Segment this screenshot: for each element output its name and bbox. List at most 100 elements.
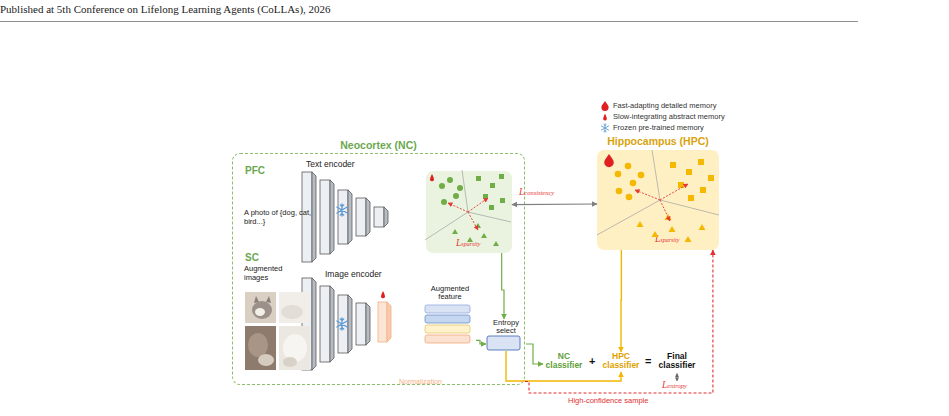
hpc-embedding-points (699, 224, 706, 230)
augmented-images (254, 296, 259, 303)
feature-stack: Augmented feature (424, 285, 476, 348)
hpc-embedding-points (616, 188, 623, 195)
hpc-embedding-points (678, 182, 684, 188)
nc-embedding-points (468, 212, 511, 222)
nc-embedding-points (452, 229, 458, 234)
hpc-embedding-points (686, 169, 692, 175)
nc-embedding-points (483, 194, 488, 199)
hpc-embedding-points (615, 171, 622, 178)
loss-label: Lentropy (662, 381, 687, 391)
legend-row: Fast-adapting detailed memory (600, 100, 725, 111)
legend-icon (601, 101, 608, 111)
image-encoder-layers (338, 295, 348, 353)
nc-embedding-points (490, 183, 495, 188)
layer-label: Normalization (399, 378, 442, 385)
hpc-embedding-points (638, 172, 645, 179)
entropy-double-arrow (677, 374, 678, 382)
running-header: Published at 5th Conference on Lifelong … (0, 3, 331, 15)
nc-embedding-points (468, 212, 478, 230)
hpc-embedding-points (665, 214, 672, 220)
hpc-embedding-points (597, 200, 660, 235)
hpc-embedding-points (626, 194, 633, 201)
text-encoder-layers (312, 172, 316, 262)
connector-arrow (506, 351, 621, 381)
image-encoder-layers (302, 278, 312, 370)
node-text: HPC classifier (600, 352, 642, 371)
node-text: NC classifier (543, 352, 585, 371)
hpc-embedding-points (669, 226, 676, 232)
hpc-embedding-points (630, 180, 637, 187)
nc-embedding-points (441, 199, 447, 205)
nc-embedding-points (499, 174, 504, 179)
region-label: SC (245, 252, 259, 263)
image-caption: Augmented images (244, 265, 292, 282)
entropy-box (487, 336, 520, 350)
nc-embedding-points (448, 198, 488, 230)
node-text: Neocortex (NC) (233, 139, 524, 151)
legend: Fast-adapting detailed memorySlow-integr… (600, 100, 725, 133)
header-rule (0, 21, 858, 22)
snowflake-icon (337, 318, 347, 330)
legend-row: Slow-integrating abstract memory (600, 111, 725, 122)
nc-embedding-points (493, 241, 499, 246)
augmented-images (255, 308, 265, 316)
hpc-embedding-points (660, 200, 719, 215)
snowflake-icon (337, 204, 347, 216)
feature-bars (425, 315, 470, 323)
connector-arrow (525, 250, 713, 393)
augmented-images (252, 301, 272, 319)
hpc-embedding-points (637, 214, 706, 242)
nc-embedding-points (475, 223, 481, 228)
hpc-embedding-points (604, 154, 614, 167)
embedding-space: Lsparsity (426, 171, 512, 253)
nc-embedding-points (489, 205, 494, 210)
image-encoder-layers (302, 278, 370, 370)
nc-embedding-points (453, 193, 459, 199)
hippocampus-space: Hippocampus (HPC)Lsparsity (597, 150, 719, 250)
operator-sign: + (589, 355, 595, 367)
image-encoder-layers (330, 286, 334, 362)
legend-icon (603, 113, 607, 120)
legend-icon (600, 112, 610, 122)
hpc-embedding-points (708, 175, 714, 181)
text-encoder-layers (356, 198, 366, 236)
entropy-select: Entropy select (486, 319, 526, 351)
node-text: Augmented feature (424, 285, 476, 302)
text-encoder-layers (374, 207, 384, 227)
image-encoder-layers (348, 295, 352, 353)
normalization-layer (378, 302, 391, 342)
legend-icon (600, 101, 610, 111)
hpc-embedding-points (652, 150, 660, 200)
hpc-embedding-points (597, 150, 719, 242)
text-encoder-layers (302, 172, 388, 262)
text-prompt: A photo of {dog, cat, bird...} (244, 209, 312, 226)
hpc-embedding-points (688, 195, 694, 201)
hpc-embedding-points (670, 162, 676, 168)
nc-embedding-points (430, 174, 434, 181)
text-encoder-layers (302, 172, 312, 262)
hpc-embedding-points (625, 163, 632, 170)
connector-arrow (526, 344, 543, 364)
hpc-embedding-points (637, 221, 644, 227)
nc-embedding-points (425, 170, 511, 240)
legend-icon (600, 123, 610, 133)
hpc-embedding-points (615, 163, 645, 201)
legend-text: Frozen pre-trained memory (613, 123, 704, 132)
augmented-images (279, 326, 310, 370)
text-encoder-layers (384, 207, 388, 227)
hpc-embedding-points (635, 190, 660, 200)
nc-embedding-points (468, 198, 488, 212)
text-encoder-layers (338, 190, 348, 244)
hpc-embedding-points (597, 150, 719, 235)
augmented-images (279, 292, 310, 323)
augmented-images (245, 292, 310, 370)
nc-embedding-points (462, 170, 468, 212)
connector-arrow (620, 250, 622, 352)
node-text: Lsparsity (655, 235, 679, 245)
edge-label: High-confidence sample (568, 396, 648, 405)
hpc-embedding-points (635, 184, 688, 221)
nc-embedding-points (476, 176, 481, 181)
augmented-images (283, 357, 297, 367)
nc-embedding-points (447, 177, 453, 183)
